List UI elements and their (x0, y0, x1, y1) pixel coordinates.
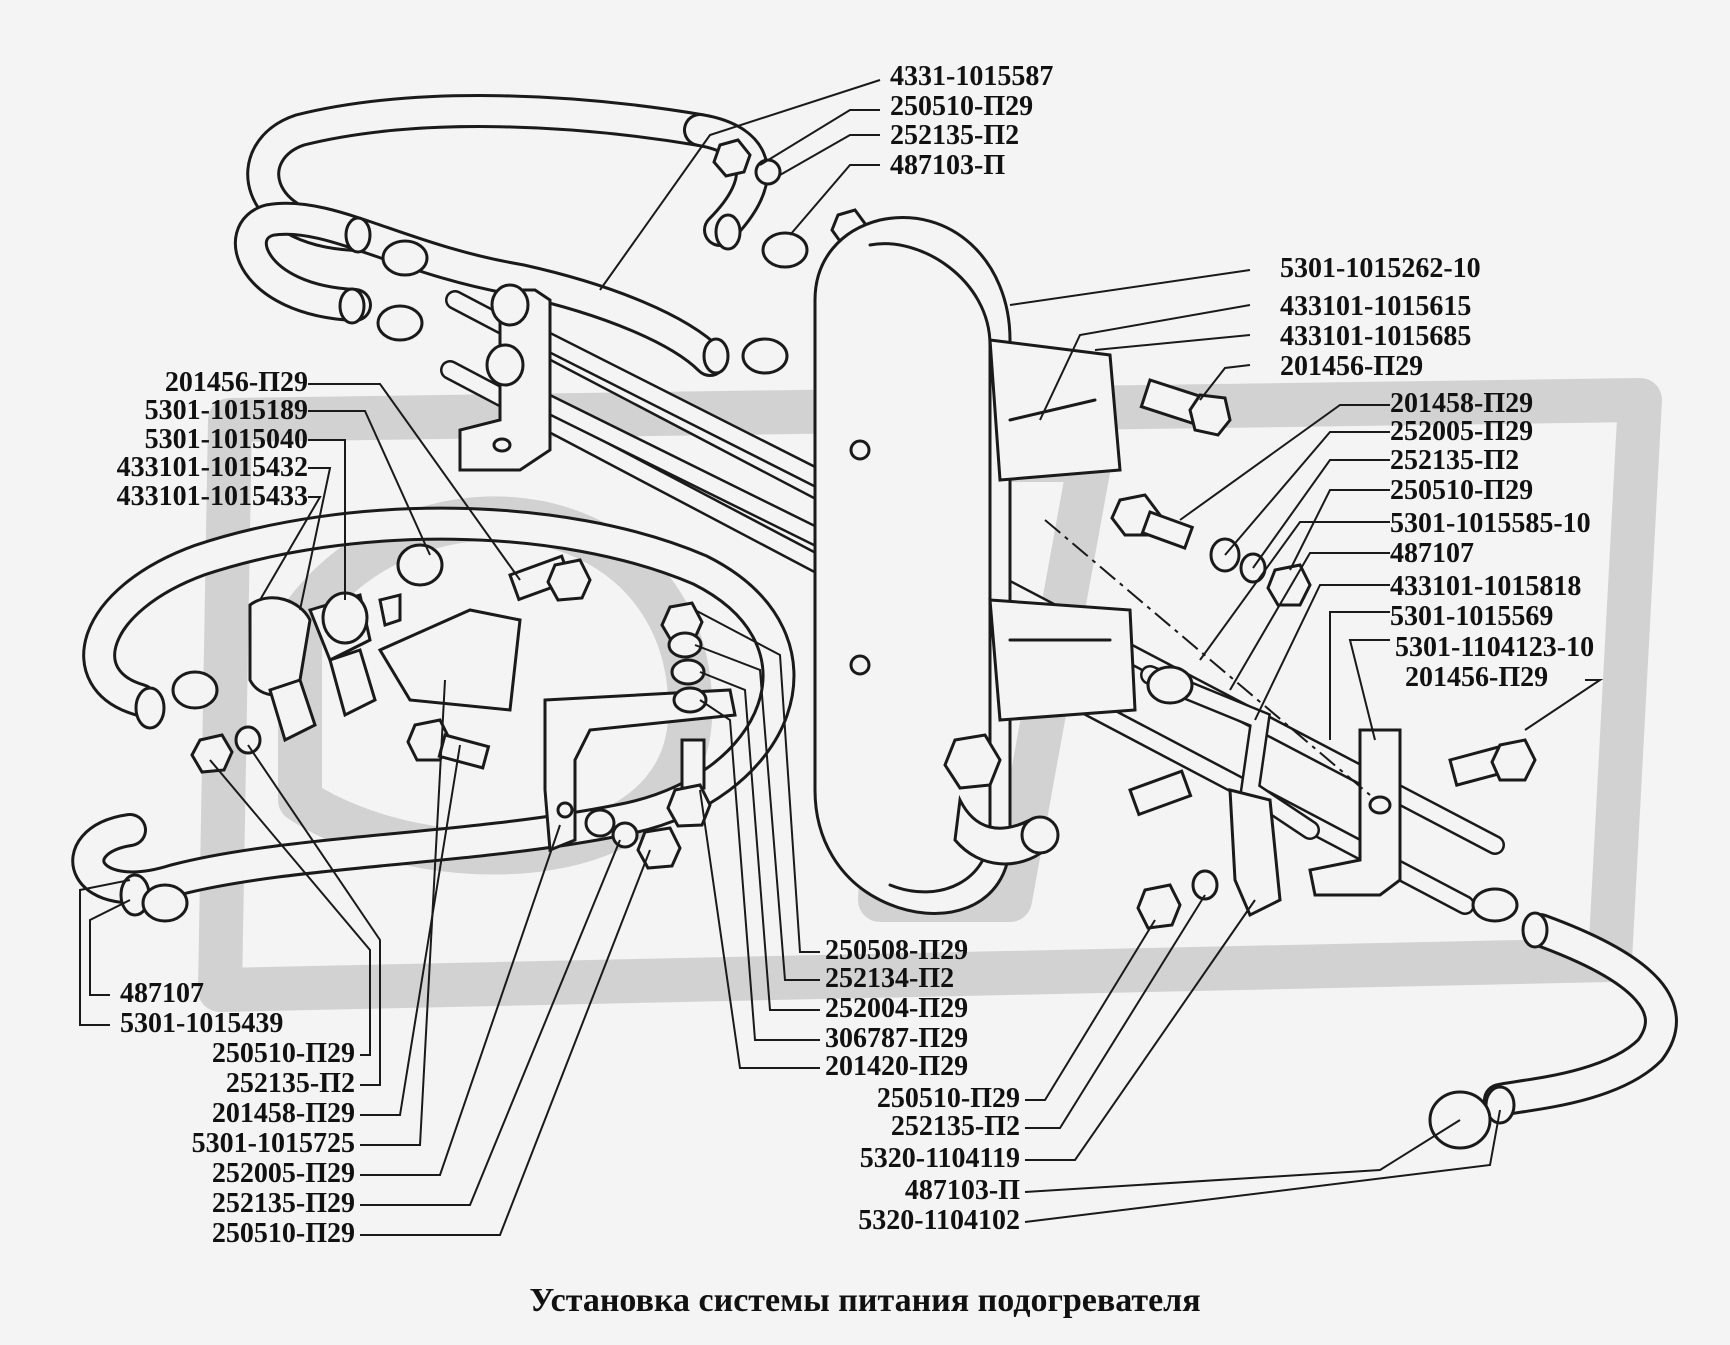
part-label: 252135-П2 (1390, 445, 1520, 476)
hose-end (338, 287, 366, 325)
part-label: 487103-П (904, 1175, 1020, 1206)
lower-right-nut (1136, 869, 1219, 930)
part-label: 252005-П29 (1390, 416, 1534, 447)
part-label: 433101-1015433 (116, 481, 308, 512)
right-fitting (1128, 665, 1320, 918)
part-label: 433101-1015615 (1280, 291, 1472, 322)
part-label: 5301-1015585-10 (1390, 508, 1591, 539)
part-label: 5301-1104123-10 (1395, 632, 1595, 663)
part-label: 433101-1015818 (1390, 571, 1582, 602)
part-label: 5301-1015725 (191, 1128, 355, 1159)
hose-end (344, 216, 372, 254)
part-label: 201456-П29 (164, 367, 308, 398)
part-label: 433101-1015432 (116, 452, 308, 483)
part-label: 252004-П29 (825, 993, 969, 1024)
part-label: 201458-П29 (211, 1098, 355, 1129)
part-label: 201458-П29 (1390, 388, 1534, 419)
part-label: 201456-П29 (1280, 351, 1424, 382)
part-label: 5301-1015189 (144, 395, 308, 426)
lower-right-hose (1428, 887, 1678, 1150)
part-label: 252134-П2 (825, 963, 955, 994)
part-label: 250508-П29 (825, 935, 969, 966)
leader-lines (79, 79, 1604, 1236)
part-label: 252135-П29 (211, 1188, 355, 1219)
part-label: 252135-П2 (225, 1068, 355, 1099)
part-label: 4331-1015587 (890, 61, 1054, 92)
upper-left-bracket (458, 283, 552, 472)
part-label: 487107 (120, 978, 204, 1009)
part-label: 306787-П29 (825, 1023, 969, 1054)
part-label: 252135-П2 (890, 1111, 1020, 1142)
part-label: 487103-П (890, 150, 1006, 181)
part-label: 5320-1104102 (858, 1205, 1020, 1236)
hose-end (702, 337, 730, 375)
part-label: 201456-П29 (1405, 662, 1549, 693)
central-bracket (543, 601, 737, 870)
part-label: 252005-П29 (211, 1158, 355, 1189)
hose-clamps-upper (376, 231, 809, 375)
part-label: 250510-П29 (876, 1083, 1020, 1114)
part-label: 5301-1015439 (120, 1008, 284, 1039)
part-label: 433101-1015685 (1280, 321, 1472, 352)
heater-body (813, 216, 1137, 915)
part-label: 250510-П29 (211, 1218, 355, 1249)
left-loop-hose (71, 506, 796, 923)
part-label: 250510-П29 (211, 1038, 355, 1069)
bolt-upper-right (1139, 378, 1232, 437)
part-label: 252135-П2 (890, 120, 1020, 151)
part-label: 5301-1015262-10 (1280, 253, 1481, 284)
part-label: 250510-П29 (890, 91, 1034, 122)
part-label: 5301-1015569 (1390, 601, 1554, 632)
upper-hoses (233, 94, 769, 377)
part-label: 5301-1015040 (144, 424, 308, 455)
hose-end (714, 213, 742, 251)
part-label: 5320-1104119 (859, 1143, 1020, 1174)
part-label: 201420-П29 (825, 1051, 969, 1082)
right-bracket (1308, 728, 1537, 897)
part-label: 487107 (1390, 538, 1474, 569)
left-valve-assembly (190, 543, 592, 774)
part-label: 250510-П29 (1390, 475, 1534, 506)
diagram-caption: Установка системы питания подогревателя (529, 1282, 1201, 1319)
